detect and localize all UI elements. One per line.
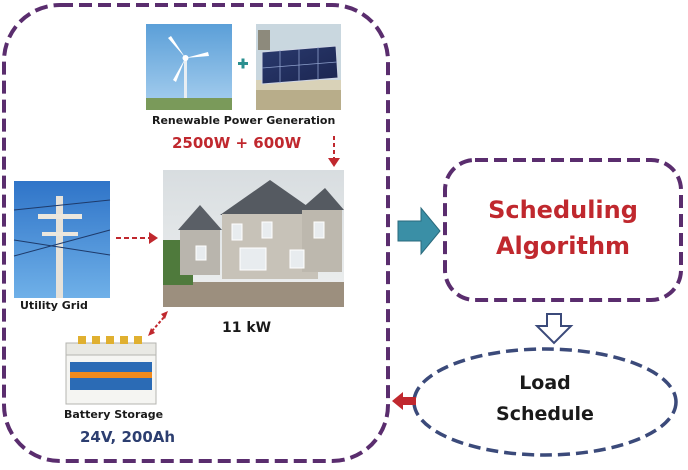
battery-spec-value: 24V, 200Ah bbox=[80, 428, 176, 446]
renewable-to-house-arrow bbox=[328, 136, 340, 167]
load-schedule-ellipse bbox=[412, 347, 678, 457]
to-scheduling-arrow bbox=[397, 206, 441, 256]
house-image bbox=[163, 170, 344, 307]
to-load-schedule-arrow bbox=[534, 313, 574, 345]
plus-icon bbox=[238, 58, 248, 69]
schedule-to-system-arrow bbox=[392, 392, 416, 410]
scheduling-title-line2: Algorithm bbox=[495, 232, 631, 260]
battery-house-arrow bbox=[148, 311, 168, 336]
battery-image bbox=[65, 336, 157, 405]
house-load-value: 11 kW bbox=[222, 320, 272, 336]
battery-label: Battery Storage bbox=[64, 408, 164, 421]
scheduling-title-line1: Scheduling bbox=[488, 196, 638, 224]
utility-grid-image bbox=[13, 181, 111, 298]
load-schedule-line1: Load bbox=[519, 372, 571, 394]
grid-to-house-arrow bbox=[116, 232, 158, 244]
renewable-label: Renewable Power Generation bbox=[152, 114, 336, 127]
utility-grid-label: Utility Grid bbox=[20, 299, 88, 312]
load-schedule-line2: Schedule bbox=[496, 403, 594, 425]
renewable-power-value: 2500W + 600W bbox=[172, 134, 302, 152]
solar-panel-image bbox=[256, 24, 341, 110]
system-frame bbox=[2, 3, 390, 463]
scheduling-box bbox=[443, 158, 683, 302]
wind-turbine-image bbox=[146, 24, 232, 110]
